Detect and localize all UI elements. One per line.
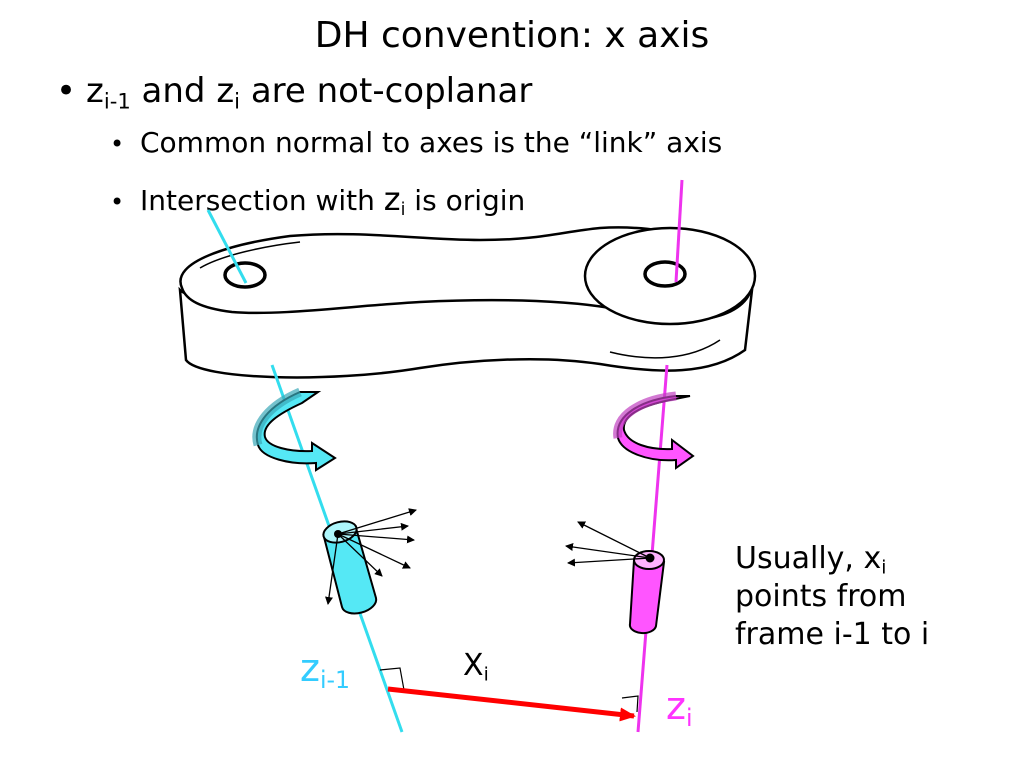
sub-bullet-origin-sub: i xyxy=(400,200,406,221)
label-z-prev-base: z xyxy=(300,646,320,690)
bullet-glyph: • xyxy=(110,188,125,216)
note-line-2: points from xyxy=(735,579,907,614)
sub-bullet-origin-z: z xyxy=(383,180,401,218)
link-side-shade xyxy=(609,339,721,359)
label-z-prev-sub: i-1 xyxy=(319,666,350,695)
bullet-glyph: • xyxy=(110,130,125,158)
note-line-1-text: Usually, x xyxy=(735,541,882,576)
rotation-arrow-cur-icon xyxy=(616,395,695,470)
note-line-1-sub: i xyxy=(881,557,887,579)
label-x-cur-base: X xyxy=(463,648,484,683)
bullet-z-cur-sub: i xyxy=(234,88,241,114)
sub-bullet-origin: • Intersection with zi is origin xyxy=(110,180,525,221)
rotation-arrow-prev-top xyxy=(252,387,302,447)
note-line-1: Usually, xi xyxy=(735,540,929,578)
z-cur-axis-upper xyxy=(674,179,684,283)
bullet-z-prev-sub: i-1 xyxy=(103,88,131,114)
sub-bullet-common-normal: • Common normal to axes is the “link” axi… xyxy=(110,124,722,163)
bullet-and-z: and z xyxy=(130,71,235,111)
bullet-z-prev: z xyxy=(86,71,104,111)
sub-bullet-common-normal-text: Common normal to axes is the “link” axis xyxy=(140,126,723,159)
link-body xyxy=(178,226,757,379)
rotation-arrow-cur-top xyxy=(613,391,677,439)
label-z-prev: zi-1 xyxy=(300,646,350,692)
right-angle-mark-prev xyxy=(379,667,405,691)
link-hole-right xyxy=(643,260,687,288)
z-cur-axis-lower xyxy=(636,364,669,733)
origin-cur xyxy=(645,553,655,563)
label-z-cur-sub: i xyxy=(685,704,693,733)
label-x-cur-sub: i xyxy=(483,664,489,686)
usually-note: Usually, xi points from frame i-1 to i xyxy=(735,540,929,654)
label-z-cur-base: z xyxy=(666,684,686,728)
right-angle-mark-cur xyxy=(621,695,639,713)
label-z-cur: zi xyxy=(666,684,693,730)
slide-title: DH convention: x axis xyxy=(314,15,710,56)
bullet-noncoplanar-text: are not-coplanar xyxy=(240,71,533,111)
candidate-x-vectors-cur xyxy=(565,521,651,567)
link-hole-left xyxy=(223,261,267,289)
bullet-noncoplanar: •zi-1 and zi are not-coplanar xyxy=(56,68,532,114)
link-top-highlight xyxy=(199,241,301,269)
bullet-glyph: • xyxy=(56,71,77,111)
sub-bullet-origin-pre: Intersection with xyxy=(140,184,384,217)
origin-prev xyxy=(334,530,342,538)
z-prev-axis-upper xyxy=(206,209,248,284)
joint-cylinder-cur xyxy=(628,550,666,635)
note-line-3: frame i-1 to i xyxy=(735,617,930,652)
x-axis-arrow xyxy=(387,686,636,722)
label-x-cur: Xi xyxy=(463,648,489,686)
candidate-x-vectors-prev xyxy=(325,508,417,605)
sub-bullet-origin-post: is origin xyxy=(405,184,526,217)
